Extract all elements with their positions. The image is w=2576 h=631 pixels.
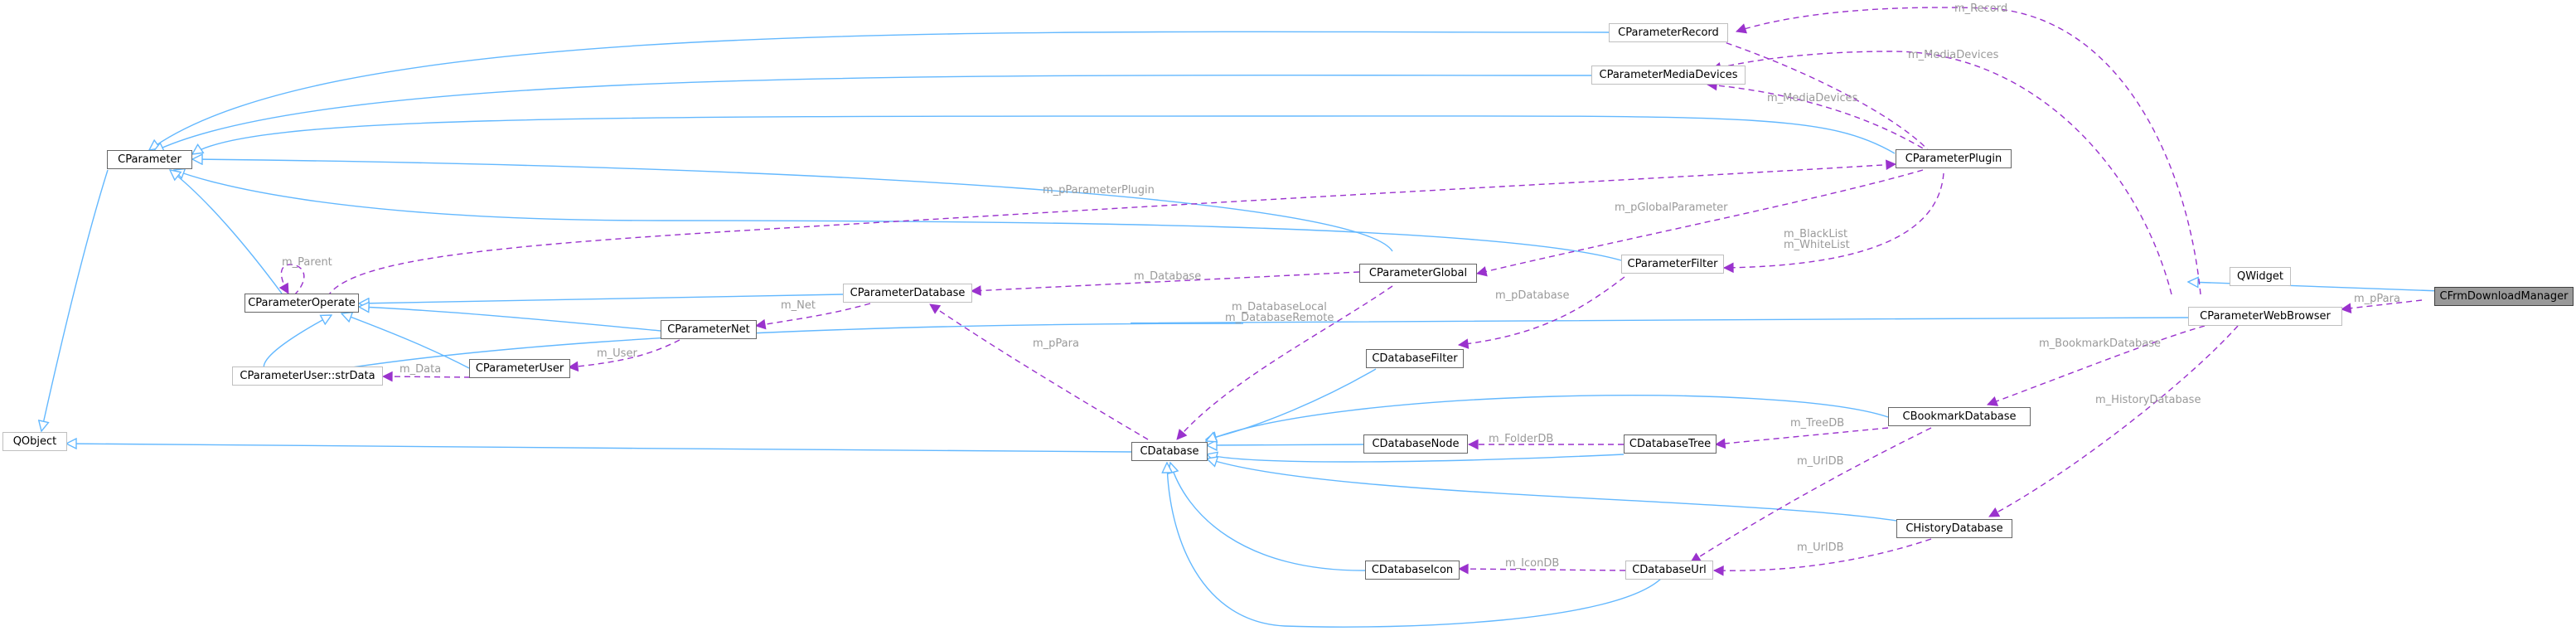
edge-label-m-icondb: m_IconDB (1505, 557, 1559, 570)
edge-label-m-databaseremote: m_DatabaseRemote (1225, 312, 1334, 324)
use-edge-m-net (756, 303, 871, 326)
node-cparameterrecord[interactable]: CParameterRecord (1609, 23, 1728, 42)
node-cdatabaseurl[interactable]: CDatabaseUrl (1625, 561, 1713, 580)
edge-label-m-pparameterplugin: m_pParameterPlugin (1043, 184, 1155, 197)
inherit-edge-operate (170, 170, 283, 294)
use-edge-m-pdatabase (1459, 276, 1625, 345)
edge-label-m-whitelist: m_WhiteList (1784, 239, 1850, 251)
edge-label-m-mediadevices-plugin: m_MediaDevices (1767, 92, 1858, 104)
node-cparameter[interactable]: CParameter (107, 150, 192, 169)
edge-label-m-mediadevices-top: m_MediaDevices (1908, 49, 1999, 61)
node-cdatabasenode[interactable]: CDatabaseNode (1363, 434, 1468, 454)
use-edge-m-mediadevices (1712, 51, 2172, 295)
inherit-edge-dbfilter (1206, 368, 1377, 439)
node-cparametermediadevices[interactable]: CParameterMediaDevices (1591, 66, 1746, 85)
use-edge-m-pglobalparameter (1477, 169, 1924, 274)
use-edge-m-ppara-db (930, 304, 1149, 440)
node-cfrmdownloadmanager[interactable]: CFrmDownloadManager (2434, 287, 2574, 306)
node-cparameterglobal[interactable]: CParameterGlobal (1359, 264, 1477, 283)
node-cparameteruser-strdata[interactable]: CParameterUser::strData (232, 366, 383, 386)
edge-label-m-record: m_Record (1954, 2, 2007, 15)
inherit-edge-paramdatabase (359, 294, 844, 303)
edge-label-m-database: m_Database (1134, 270, 1201, 283)
edge-label-m-data: m_Data (399, 363, 441, 376)
edge-label-m-pdatabase: m_pDatabase (1495, 289, 1569, 302)
node-cparameteroperate[interactable]: CParameterOperate (245, 294, 359, 313)
use-edge-m-data (383, 376, 471, 377)
node-qobject[interactable]: QObject (2, 432, 67, 451)
inherit-edge-dburl (1167, 463, 1663, 628)
use-edge-m-treedb (1716, 427, 1889, 444)
node-cparameterdatabase[interactable]: CParameterDatabase (843, 284, 972, 303)
edge-label-m-folderdb: m_FolderDB (1489, 433, 1553, 445)
use-edge-m-icondb (1459, 569, 1626, 570)
node-cparameteruser[interactable]: CParameterUser (469, 359, 570, 378)
edge-label-m-historydatabase: m_HistoryDatabase (2095, 394, 2201, 406)
edge-label-m-treedb: m_TreeDB (1790, 417, 1844, 430)
edge-label-m-urldb-bookmark: m_UrlDB (1797, 455, 1844, 468)
node-cparameterfilter[interactable]: CParameterFilter (1621, 255, 1724, 274)
use-edge-m-ppara-dl (2341, 299, 2423, 309)
node-cdatabasefilter[interactable]: CDatabaseFilter (1366, 349, 1464, 368)
inherit-edge-record (149, 31, 1610, 150)
use-edge-m-record (1736, 7, 2201, 295)
use-edge-m-urldb-history (1714, 538, 1932, 570)
node-cparameterplugin[interactable]: CParameterPlugin (1896, 149, 2012, 168)
use-edge-m-mediadevices-plugin (1707, 85, 1932, 154)
inherit-edge-bookmark (1206, 395, 1889, 441)
node-cparameternet[interactable]: CParameterNet (661, 320, 757, 339)
node-cbookmarkdatabase[interactable]: CBookmarkDatabase (1888, 407, 2031, 426)
edge-label-m-databaselocal: m_DatabaseLocal (1232, 301, 1327, 313)
inherit-edge-net (359, 307, 661, 332)
node-cdatabasetree[interactable]: CDatabaseTree (1624, 434, 1717, 454)
use-edge-m-database (971, 271, 1360, 291)
use-edge-m-pparameterplugin (327, 164, 1896, 298)
use-edge-m-databaselocal (1177, 285, 1393, 439)
node-chistorydatabase[interactable]: CHistoryDatabase (1896, 519, 2012, 538)
use-edge-m-historydatabase (1989, 325, 2239, 517)
inherit-edge-history (1207, 459, 1897, 522)
edge-label-m-blacklist: m_BlackList (1784, 228, 1847, 240)
inherit-edge-qobject-param (41, 169, 109, 431)
node-cdatabaseicon[interactable]: CDatabaseIcon (1365, 561, 1460, 580)
edge-label-m-ppara-db: m_pPara (1033, 337, 1079, 350)
edge-label-m-ppara-dl: m_pPara (2354, 293, 2400, 305)
node-cdatabase[interactable]: CDatabase (1131, 442, 1208, 461)
inherit-edge-plugin (192, 115, 1896, 154)
edge-label-m-parent: m_Parent (282, 256, 332, 269)
edge-label-m-net: m_Net (781, 299, 816, 312)
edge-label-m-pglobalparameter: m_pGlobalParameter (1615, 201, 1728, 214)
use-edge-m-bookmarkdatabase (1988, 325, 2206, 405)
inherit-edge-dbtree (1207, 454, 1625, 462)
node-qwidget[interactable]: QWidget (2230, 267, 2291, 286)
use-edge-m-blacklist (1724, 172, 1944, 268)
inherit-edge-dbicon (1170, 463, 1368, 571)
inherit-edge-user (341, 313, 470, 369)
inherit-edge-mediadevices (153, 74, 1592, 152)
use-edge-m-parent (281, 264, 305, 296)
inherit-edge-qobject-db (66, 444, 1133, 453)
use-edge-m-user (569, 339, 680, 367)
inherit-edge-qwidget (2188, 282, 2442, 292)
edge-label-m-bookmarkdatabase: m_BookmarkDatabase (2039, 337, 2161, 350)
edge-label-m-urldb-history: m_UrlDB (1797, 541, 1844, 554)
node-cparameterwebbrowser[interactable]: CParameterWebBrowser (2188, 307, 2342, 326)
use-edge-m-urldb-bookmark (1691, 427, 1932, 563)
inherit-edge-filter (174, 170, 1622, 261)
inherit-edge-dbnode (1207, 444, 1364, 445)
edge-label-m-user: m_User (597, 347, 637, 360)
inherit-edge-global (192, 159, 1393, 252)
